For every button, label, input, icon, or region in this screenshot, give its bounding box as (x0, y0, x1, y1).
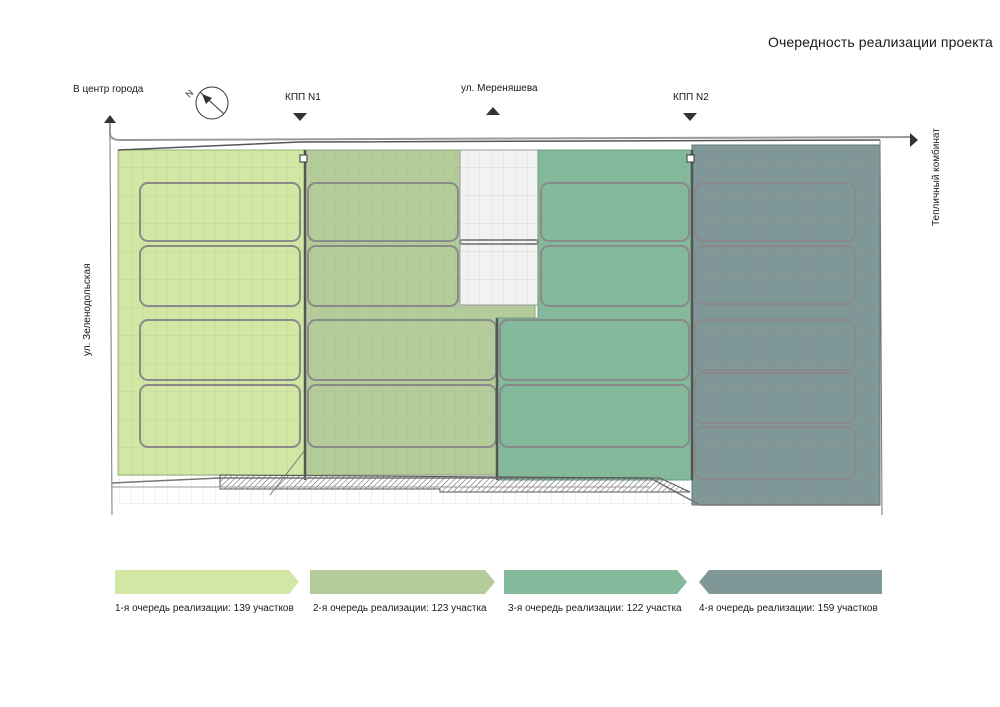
label-city-center: В центр города (73, 84, 144, 95)
legend-label-4: 4-я очередь реализации: 159 участков (699, 603, 878, 614)
arrow-checkpoint-1 (293, 113, 307, 121)
legend-label-3: 3-я очередь реализации: 122 участка (508, 603, 682, 614)
legend-bar-4 (699, 570, 882, 594)
legend-bar-2 (310, 570, 495, 594)
svg-text:N: N (184, 88, 196, 100)
page-title: Очередность реализации проекта (768, 34, 993, 50)
label-street-merenyasheva: ул. Мереняшева (461, 83, 538, 94)
compass-icon: N (184, 86, 229, 120)
arrow-merenyasheva (486, 107, 500, 115)
legend-bar-1 (115, 570, 299, 594)
legend-label-1: 1-я очередь реализации: 139 участков (115, 603, 294, 614)
label-checkpoint-2: КПП N2 (673, 92, 709, 103)
arrow-city-center (104, 115, 116, 123)
legend-bar-3 (504, 570, 687, 594)
direction-arrows (104, 107, 918, 147)
label-checkpoint-1: КПП N1 (285, 92, 321, 103)
arrow-checkpoint-2 (683, 113, 697, 121)
arrow-greenhouse (910, 133, 918, 147)
legend-label-2: 2-я очередь реализации: 123 участка (313, 603, 487, 614)
